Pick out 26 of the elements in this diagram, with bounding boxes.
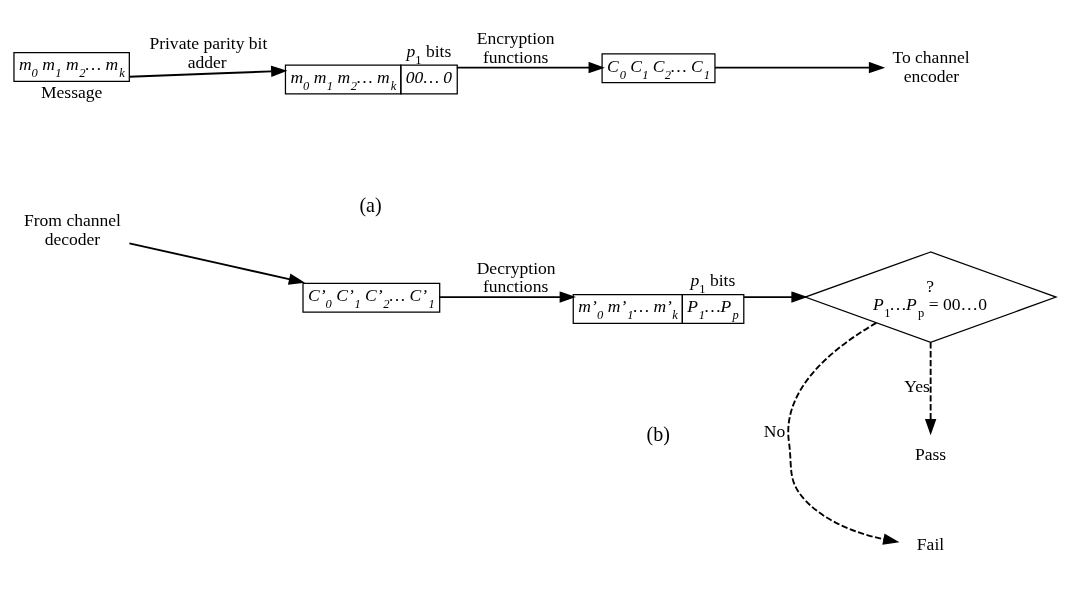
arrow [128,242,306,285]
arrow [924,341,937,436]
edge-label: Encryption functions [476,28,555,67]
node-text: Pass [914,443,947,464]
arrow [455,61,605,74]
arrow [128,65,288,78]
label: (a) [359,193,382,216]
node-text: From channel decoder [23,209,121,249]
arrow [743,291,808,303]
node-box: C$_{0}$ C$_{1}$ C$_{2}$… C$_{1}$ [601,53,716,84]
node-text: To channel encoder [892,46,970,86]
label: (b) [646,423,670,446]
node-box: m$_{0}$ m$_{1}$ m$_{2}$… m$_{k}$ [13,51,130,83]
edge-label: Yes [904,376,930,397]
node-box: C’$_{0}$ C’$_{1}$ C’$_{2}$… C’$_{1}$ [302,282,441,313]
arrow [714,61,886,74]
arrow [787,322,900,545]
node-diamond: ? P$_{1}$…P$_{p}$ = 00…0 [803,251,1058,343]
node-label: p$_{1}$ bits [690,270,736,297]
edge-label: Decryption functions [476,257,556,297]
node-text: Fail [916,534,945,555]
node-label: p$_{1}$ bits [406,40,452,67]
arrow [438,291,576,303]
edge-label: No [763,421,786,442]
node-label: Message [40,81,103,102]
edge-label: Private parity bit adder [149,33,268,72]
